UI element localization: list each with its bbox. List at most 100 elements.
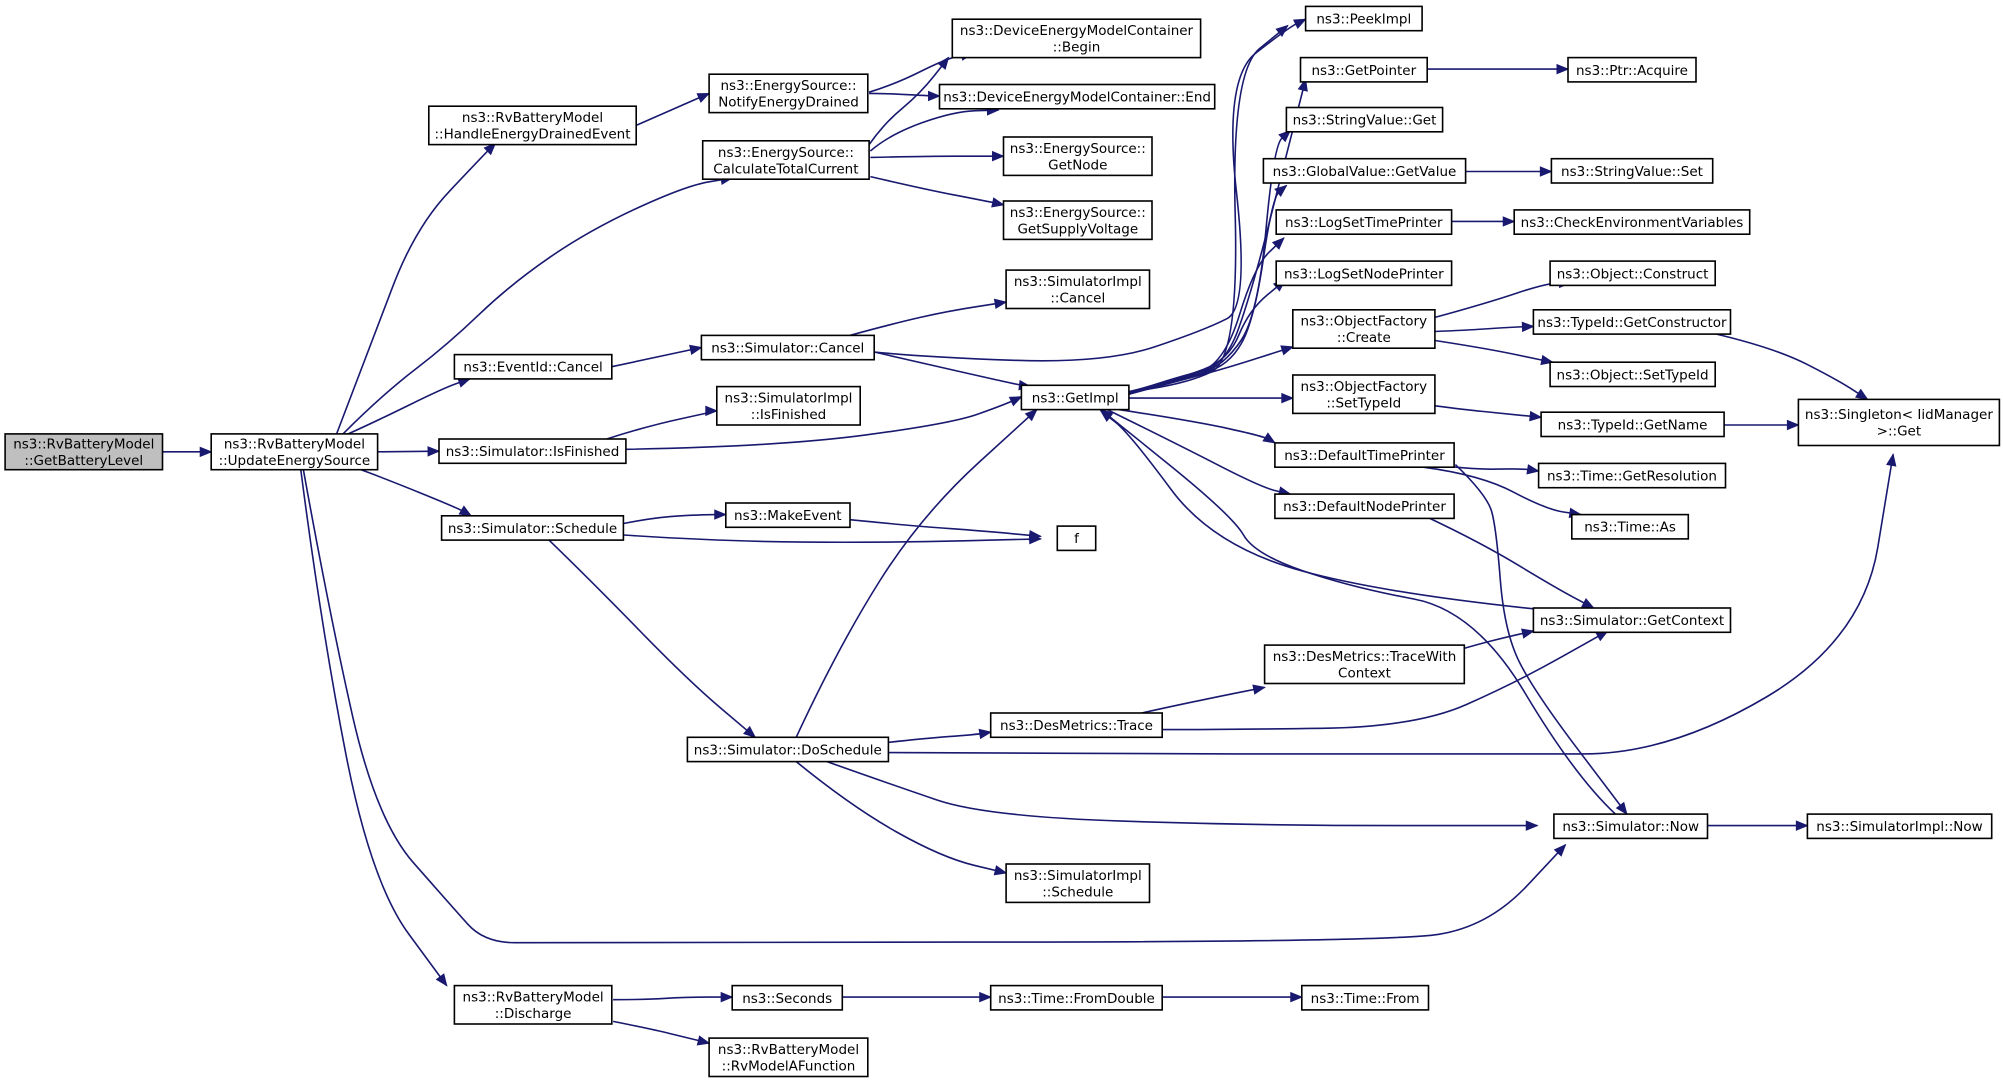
node-box[interactable]: [453, 353, 613, 380]
node-defTimePrinter[interactable]: ns3::DefaultTimePrinter: [1274, 442, 1455, 468]
node-f[interactable]: f: [1056, 525, 1097, 552]
node-getResolution[interactable]: ns3::Time::GetResolution: [1537, 462, 1727, 489]
node-box[interactable]: [1262, 157, 1467, 184]
node-box[interactable]: [1550, 157, 1714, 184]
node-makeEvent[interactable]: ns3::MakeEvent: [724, 502, 851, 529]
node-box[interactable]: [1301, 984, 1430, 1011]
node-box[interactable]: [1540, 411, 1725, 438]
node-box[interactable]: [1304, 5, 1423, 32]
node-gvGetValue[interactable]: ns3::GlobalValue::GetValue: [1262, 157, 1467, 184]
node-box[interactable]: [700, 334, 876, 361]
node-box[interactable]: [1292, 374, 1436, 415]
node-box[interactable]: [1005, 863, 1151, 904]
node-rvFunc[interactable]: ns3::RvBatteryModel::RvModelAFunction: [708, 1037, 869, 1078]
node-box[interactable]: [427, 105, 637, 146]
node-box[interactable]: [1537, 462, 1727, 489]
node-seconds[interactable]: ns3::Seconds: [731, 984, 844, 1011]
node-getConstructor[interactable]: ns3::TypeId::GetConstructor: [1532, 308, 1732, 335]
node-discharge[interactable]: ns3::RvBatteryModel::Discharge: [453, 984, 613, 1025]
node-box[interactable]: [1299, 56, 1428, 83]
node-root[interactable]: ns3::RvBatteryModel::GetBatteryLevel: [4, 433, 164, 471]
node-objConstruct[interactable]: ns3::Object::Construct: [1549, 260, 1716, 287]
node-box[interactable]: [440, 514, 625, 541]
node-getContext[interactable]: ns3::Simulator::GetContext: [1532, 607, 1732, 634]
node-implCancel[interactable]: ns3::SimulatorImpl::Cancel: [1005, 269, 1151, 310]
node-box[interactable]: [1275, 209, 1453, 235]
node-ofCreate[interactable]: ns3::ObjectFactory::Create: [1292, 308, 1436, 349]
node-eventCancel[interactable]: ns3::EventId::Cancel: [453, 353, 613, 380]
node-box[interactable]: [1532, 607, 1732, 634]
node-box[interactable]: [1806, 813, 1993, 840]
node-schedule[interactable]: ns3::Simulator::Schedule: [440, 514, 625, 541]
node-box[interactable]: [438, 438, 627, 465]
node-box[interactable]: [1263, 644, 1466, 685]
node-objSetTypeId[interactable]: ns3::Object::SetTypeId: [1549, 361, 1716, 388]
node-peekImpl[interactable]: ns3::PeekImpl: [1304, 5, 1423, 32]
node-box[interactable]: [951, 18, 1202, 59]
node-desTrace[interactable]: ns3::DesMetrics::Trace: [989, 712, 1164, 739]
node-update[interactable]: ns3::RvBatteryModel::UpdateEnergySource: [210, 433, 379, 471]
node-calcTotal[interactable]: ns3::EnergySource::CalculateTotalCurrent: [701, 140, 870, 181]
node-box[interactable]: [1002, 200, 1153, 241]
node-box[interactable]: [1532, 308, 1732, 335]
node-box[interactable]: [1553, 813, 1709, 840]
node-box[interactable]: [1275, 260, 1453, 287]
node-logNodePrinter[interactable]: ns3::LogSetNodePrinter: [1275, 260, 1453, 287]
node-box[interactable]: [731, 984, 844, 1011]
node-ofSetTypeId[interactable]: ns3::ObjectFactory::SetTypeId: [1292, 374, 1436, 415]
node-timeFrom[interactable]: ns3::Time::From: [1301, 984, 1430, 1011]
node-box[interactable]: [989, 984, 1164, 1011]
node-box[interactable]: [1005, 269, 1151, 310]
node-ptrAcquire[interactable]: ns3::Ptr::Acquire: [1567, 56, 1697, 83]
node-logTimePrinter[interactable]: ns3::LogSetTimePrinter: [1275, 209, 1453, 235]
node-box[interactable]: [1292, 308, 1436, 349]
node-checkEnv[interactable]: ns3::CheckEnvironmentVariables: [1513, 209, 1751, 235]
node-box[interactable]: [1002, 136, 1153, 177]
node-box[interactable]: [1513, 209, 1751, 235]
node-box[interactable]: [1549, 260, 1716, 287]
node-supplyVoltage[interactable]: ns3::EnergySource::GetSupplyVoltage: [1002, 200, 1153, 241]
node-demBegin[interactable]: ns3::DeviceEnergyModelContainer::Begin: [951, 18, 1202, 59]
node-box[interactable]: [686, 736, 890, 763]
node-box[interactable]: [1549, 361, 1716, 388]
node-box[interactable]: [715, 385, 861, 426]
node-notifyDrained[interactable]: ns3::EnergySource::NotifyEnergyDrained: [708, 73, 869, 114]
node-box[interactable]: [708, 1037, 869, 1078]
node-getImpl[interactable]: ns3::GetImpl: [1020, 384, 1130, 411]
node-box[interactable]: [4, 433, 164, 471]
node-box[interactable]: [1020, 384, 1130, 411]
node-simNow[interactable]: ns3::Simulator::Now: [1553, 813, 1709, 840]
node-implIsFinished[interactable]: ns3::SimulatorImpl::IsFinished: [715, 385, 861, 426]
node-box[interactable]: [724, 502, 851, 529]
node-simCancel[interactable]: ns3::Simulator::Cancel: [700, 334, 876, 361]
node-strValSet[interactable]: ns3::StringValue::Set: [1550, 157, 1714, 184]
node-box[interactable]: [701, 140, 870, 181]
node-getPointer[interactable]: ns3::GetPointer: [1299, 56, 1428, 83]
node-box[interactable]: [1056, 525, 1097, 552]
node-box[interactable]: [989, 712, 1164, 739]
node-box[interactable]: [938, 83, 1216, 110]
node-box[interactable]: [1797, 398, 2001, 447]
node-handleDrained[interactable]: ns3::RvBatteryModel::HandleEnergyDrained…: [427, 105, 637, 146]
node-timeAs[interactable]: ns3::Time::As: [1571, 513, 1690, 540]
node-isFinished[interactable]: ns3::Simulator::IsFinished: [438, 438, 627, 465]
node-box[interactable]: [1285, 106, 1444, 133]
node-demEnd[interactable]: ns3::DeviceEnergyModelContainer::End: [938, 83, 1216, 110]
node-box[interactable]: [708, 73, 869, 114]
node-doSchedule[interactable]: ns3::Simulator::DoSchedule: [686, 736, 890, 763]
node-fromDouble[interactable]: ns3::Time::FromDouble: [989, 984, 1164, 1011]
node-box[interactable]: [453, 984, 613, 1025]
node-box[interactable]: [1567, 56, 1697, 83]
node-getNode[interactable]: ns3::EnergySource::GetNode: [1002, 136, 1153, 177]
node-box[interactable]: [1274, 442, 1455, 468]
node-box[interactable]: [1274, 493, 1455, 520]
node-implSchedule[interactable]: ns3::SimulatorImpl::Schedule: [1005, 863, 1151, 904]
node-singletonGet[interactable]: ns3::Singleton< IidManager >::Get: [1797, 398, 2001, 447]
node-box[interactable]: [1571, 513, 1690, 540]
node-typeGetName[interactable]: ns3::TypeId::GetName: [1540, 411, 1725, 438]
node-strValGet[interactable]: ns3::StringValue::Get: [1285, 106, 1444, 133]
node-box[interactable]: [210, 433, 379, 471]
node-defNodePrinter[interactable]: ns3::DefaultNodePrinter: [1274, 493, 1455, 520]
node-implNow[interactable]: ns3::SimulatorImpl::Now: [1806, 813, 1993, 840]
